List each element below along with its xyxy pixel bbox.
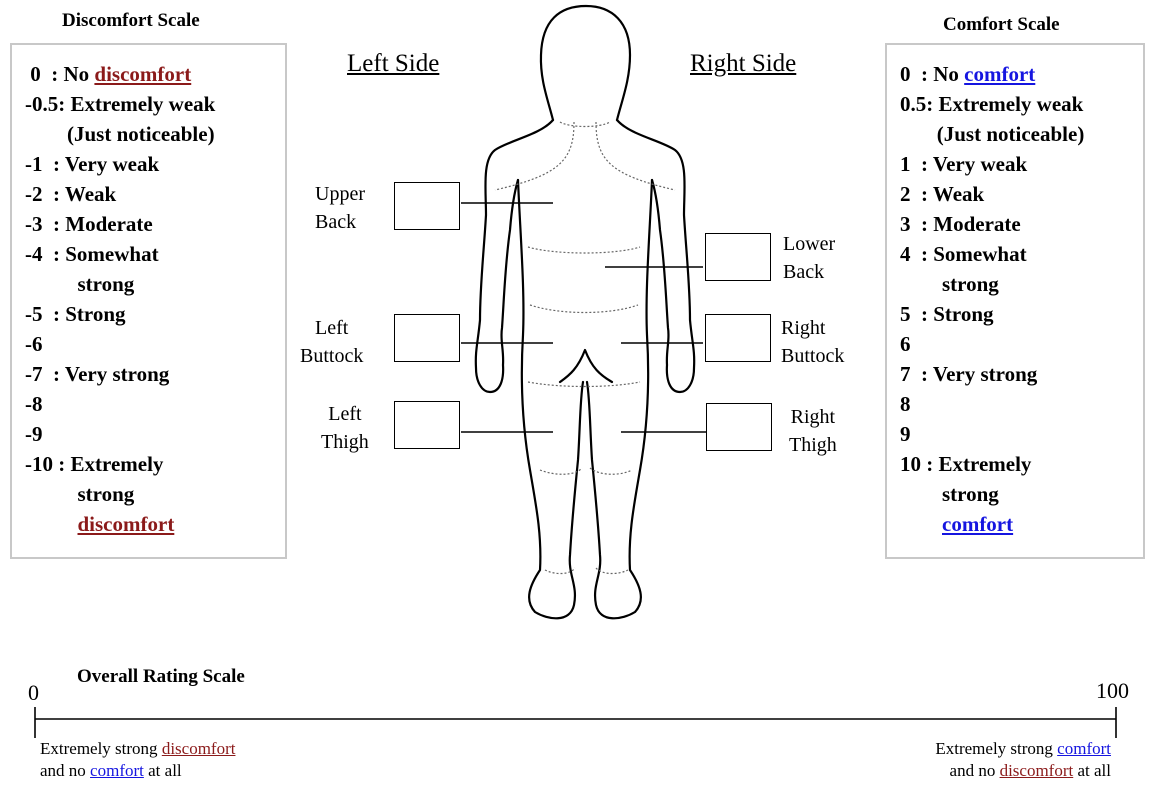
left-thigh-rating-box[interactable] xyxy=(394,401,460,449)
discomfort-link: discomfort xyxy=(162,739,236,758)
overall-rating-title: Overall Rating Scale xyxy=(77,666,245,688)
upper-back-label: Upper Back xyxy=(315,180,365,236)
lower-back-label: Lower Back xyxy=(783,230,835,286)
lower-back-rating-box[interactable] xyxy=(705,233,771,281)
overall-scale-max: 100 xyxy=(1096,678,1129,704)
left-thigh-label: Left Thigh xyxy=(321,400,369,456)
left-buttock-rating-box[interactable] xyxy=(394,314,460,362)
comfort-link: comfort xyxy=(90,761,144,780)
right-thigh-label: Right Thigh xyxy=(789,403,837,459)
left-buttock-label: Left Buttock xyxy=(300,314,363,370)
overall-scale-min: 0 xyxy=(28,680,39,706)
right-buttock-label: Right Buttock xyxy=(781,314,844,370)
right-thigh-rating-box[interactable] xyxy=(706,403,772,451)
overall-right-note: Extremely strong comfort and no discomfo… xyxy=(935,738,1111,782)
right-buttock-rating-box[interactable] xyxy=(705,314,771,362)
overall-left-note: Extremely strong discomfort and no comfo… xyxy=(40,738,235,782)
upper-back-rating-box[interactable] xyxy=(394,182,460,230)
comfort-link: comfort xyxy=(1057,739,1111,758)
discomfort-link: discomfort xyxy=(1000,761,1074,780)
